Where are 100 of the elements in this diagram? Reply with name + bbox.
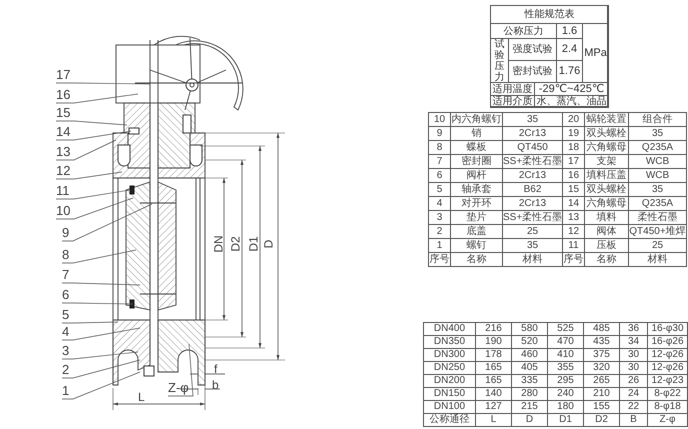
dimension-table-entry: 165 [476, 362, 512, 374]
parts-list-entry: 2 [428, 224, 450, 238]
parts-list-entry: 16 [562, 168, 584, 182]
parts-list-entry: 阀杆 [450, 168, 502, 182]
parts-list-entry: 3 [428, 210, 450, 224]
parts-list-entry: 35 [628, 182, 686, 196]
leader-line [62, 360, 140, 378]
parts-list-entry: 材料 [628, 252, 686, 266]
callout-label: 14 [56, 124, 70, 140]
parts-list-entry: 25 [502, 224, 562, 238]
dimension-table-entry: 280 [512, 388, 548, 400]
parts-list-entry: 密封圈 [450, 154, 502, 168]
dimension-table-entry: 265 [584, 374, 620, 388]
dimension-table-entry: 8-φ18 [648, 400, 688, 414]
leader-line [56, 120, 128, 126]
dimension-table-entry: 公称通径 [424, 414, 476, 426]
dimension-table-entry: 16-φ26 [648, 336, 688, 348]
dimension-table-entry: L [476, 414, 512, 426]
specification-entry: 适用温度 [490, 82, 535, 96]
callout-label: 17 [56, 67, 70, 83]
dimension-table-entry: DN400 [424, 322, 476, 336]
parts-list-entry: 17 [562, 154, 584, 168]
parts-list-entry: 蝶板 [450, 140, 502, 154]
dimension-table-entry: 36 [620, 322, 648, 336]
dimension-table-entry: 8-φ22 [648, 388, 688, 400]
specification-entry: MPa [582, 23, 609, 83]
parts-list-entry: 名称 [584, 252, 628, 266]
dimension-table-entry: 24 [620, 388, 648, 400]
dimension-table-entry: 12-φ26 [648, 348, 688, 362]
leader-line [168, 344, 194, 396]
parts-list-entry: QT450 [502, 140, 562, 154]
dimension-table-entry: 485 [584, 322, 620, 336]
parts-list-entry: 支架 [584, 154, 628, 168]
leader-line [56, 190, 130, 200]
dimension-table-entry: DN100 [424, 400, 476, 414]
callout-label: 10 [56, 203, 70, 219]
callout-label: 1 [62, 383, 70, 399]
parts-list-entry: 内六角螺钉 [450, 112, 502, 126]
parts-list-entry: 8 [428, 140, 450, 154]
parts-list-entry: 销 [450, 126, 502, 140]
leader-line [62, 322, 118, 324]
dimension-table-entry: 16-φ30 [648, 322, 688, 336]
dimension-table-entry: D1 [548, 414, 584, 426]
parts-list-entry: WCB [628, 154, 686, 168]
dimension-label: L [138, 390, 145, 404]
parts-list-entry: 材料 [502, 252, 562, 266]
parts-list-entry: 12 [562, 224, 584, 238]
parts-list-entry: 蜗轮装置 [584, 112, 628, 126]
parts-list-entry: 10 [428, 112, 450, 126]
parts-list-entry: 垫片 [450, 210, 502, 224]
leader-line [56, 94, 138, 104]
parts-list-entry: 2Cr13 [502, 168, 562, 182]
parts-list-entry: Q235A [628, 196, 686, 210]
parts-list-entry: 25 [628, 238, 686, 252]
dimension-label: b [212, 378, 219, 392]
parts-list-entry: 填料 [584, 210, 628, 224]
dimension-table-entry: 355 [548, 362, 584, 374]
leader-line [62, 302, 134, 304]
parts-list-entry: 4 [428, 196, 450, 210]
parts-list-entry: 11 [562, 238, 584, 252]
dimension-label: D [261, 240, 276, 248]
parts-list-entry: 15 [562, 182, 584, 196]
dimension-table-entry: B [620, 414, 648, 426]
dimension-table-entry: Z-φ [648, 414, 688, 426]
parts-list-entry: 2Cr13 [502, 196, 562, 210]
leader-line [56, 172, 122, 180]
leader-line [56, 82, 150, 84]
leader-line [56, 130, 132, 140]
dimension-table-entry: 26 [620, 374, 648, 388]
parts-list-entry: 14 [562, 196, 584, 210]
dimension-table-entry: 34 [620, 336, 648, 348]
dimension-table-entry: 520 [512, 336, 548, 348]
parts-list-entry: 序号 [428, 252, 450, 266]
parts-list-entry: SS+柔性石墨 [502, 154, 562, 168]
leader-line [56, 140, 116, 160]
parts-list-entry: QT450+堆焊 [628, 224, 686, 238]
callout-label: 12 [56, 163, 70, 179]
parts-list-entry: 六角螺母 [584, 140, 628, 154]
dimension-table-entry: 525 [548, 322, 584, 336]
dimension-table-entry: 180 [548, 400, 584, 414]
parts-list-entry: 6 [428, 168, 450, 182]
parts-list-entry: 35 [628, 126, 686, 140]
parts-list-entry: 5 [428, 182, 450, 196]
parts-list-entry: 填料压盖 [584, 168, 628, 182]
dimension-table-entry: 335 [512, 374, 548, 388]
parts-list-entry: 组合件 [628, 112, 686, 126]
specification-entry: 水、蒸汽、油品 [534, 95, 609, 108]
dimension-table-entry: 405 [512, 362, 548, 374]
dimension-table-entry: 295 [548, 374, 584, 388]
leader-line [62, 372, 140, 400]
dimension-table-entry: 435 [584, 336, 620, 348]
parts-list-entry: B62 [502, 182, 562, 196]
dimension-table-entry: 580 [512, 322, 548, 336]
leader-line [62, 328, 140, 340]
dimension-table-entry: DN350 [424, 336, 476, 348]
parts-list-entry: 双头螺栓 [584, 126, 628, 140]
leader-line [62, 352, 138, 360]
callout-label: 3 [62, 343, 70, 359]
parts-list-entry: 20 [562, 112, 584, 126]
dimension-table-entry: D [512, 414, 548, 426]
